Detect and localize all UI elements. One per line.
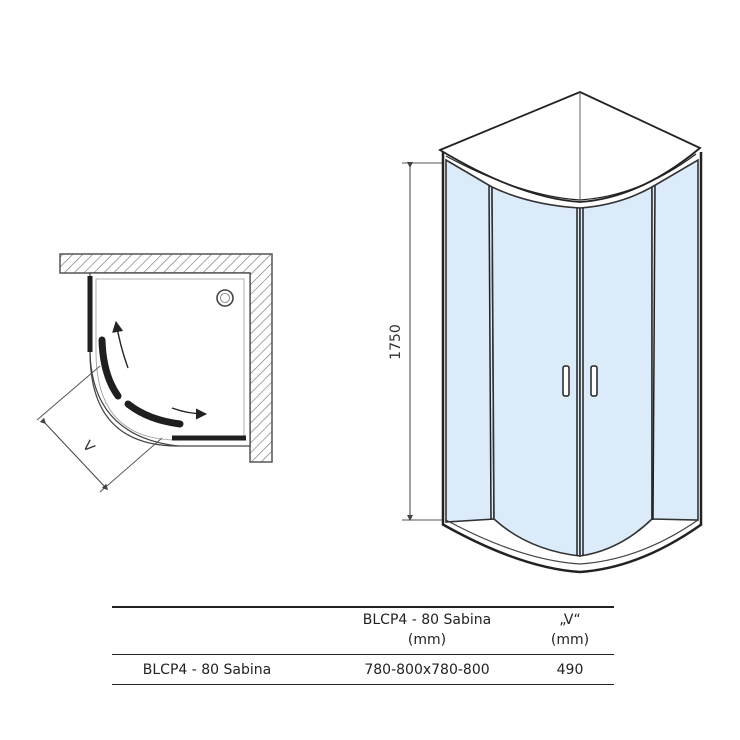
door-handle-left: [562, 365, 570, 397]
plan-view: V: [36, 253, 273, 493]
elevation-view: 1750: [388, 91, 703, 574]
sliding-door-right: [124, 400, 184, 428]
header-col3-line1: „V“: [559, 612, 581, 628]
door-handle-right: [590, 365, 598, 397]
row-v: 490: [556, 662, 584, 678]
row-size: 780-800x780-800: [364, 662, 490, 678]
v-dimension-line: [39, 417, 109, 491]
opening-arrow-up: [112, 320, 129, 369]
opening-arrow-right: [171, 407, 208, 420]
technical-drawing: V 1750: [36, 91, 703, 574]
v-dimension-label: V: [79, 438, 98, 456]
header-col3-line2: (mm): [550, 632, 590, 648]
sliding-door-left: [98, 336, 122, 400]
fixed-glass-left: [445, 158, 495, 523]
row-name: BLCP4 - 80 Sabina: [142, 662, 272, 678]
wall-hatch: [59, 253, 273, 463]
bottom-rail: [441, 522, 703, 574]
table-bottom-rule: [112, 684, 614, 685]
spec-table: BLCP4 - 80 Sabina (mm) „V“ (mm) BLCP4 - …: [112, 600, 614, 690]
drain-icon: [216, 289, 234, 307]
fixed-glass-right: [651, 158, 699, 521]
header-col2-line1: BLCP4 - 80 Sabina: [362, 612, 492, 628]
height-dimension-label: 1750: [388, 324, 404, 360]
table-top-rule: [112, 606, 614, 608]
table-header-rule: [112, 654, 614, 655]
header-col2-line2: (mm): [407, 632, 447, 648]
